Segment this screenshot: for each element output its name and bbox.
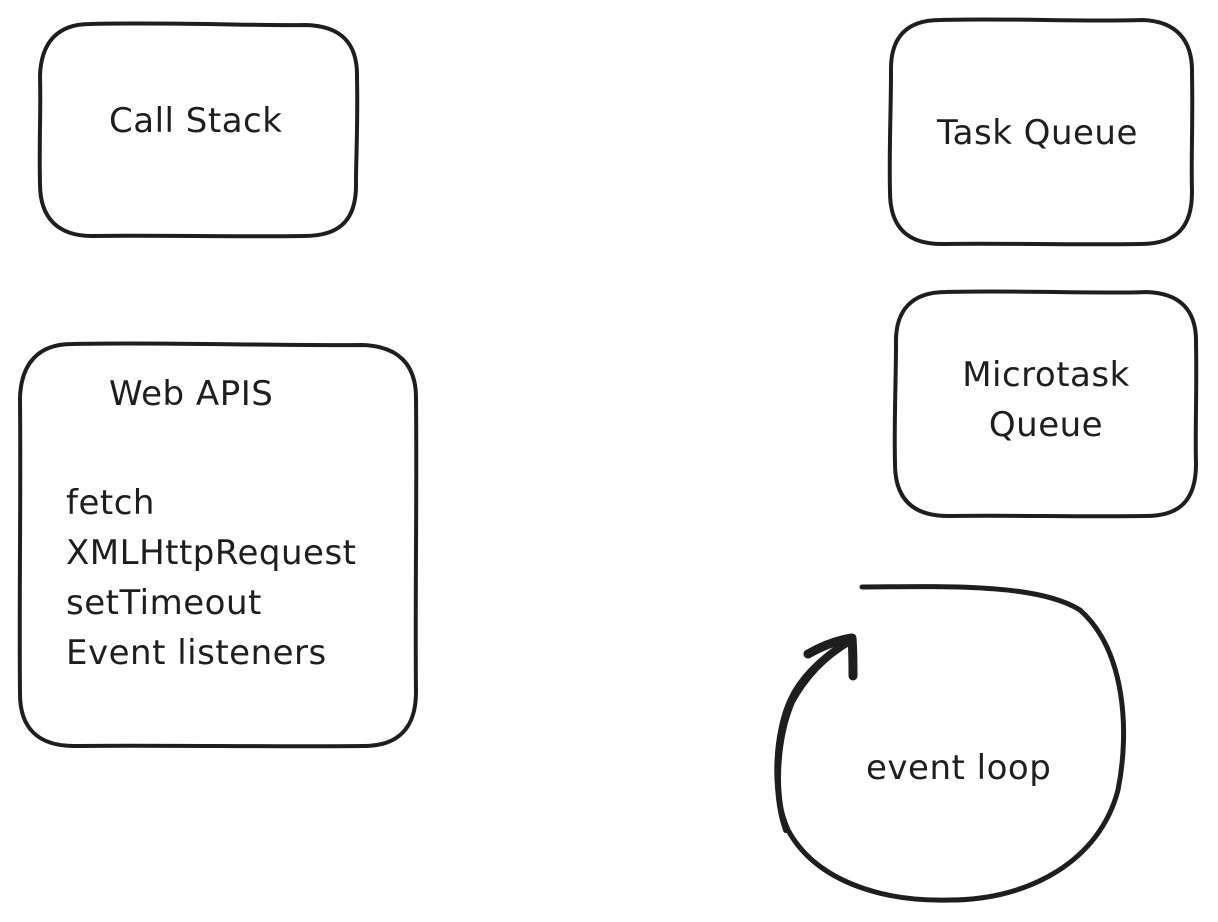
web-apis-title: Web APIS [109,374,274,414]
event-loop-curve-inner [775,639,853,833]
event-loop-label: event loop [866,748,1052,788]
web-api-item-settimeout: setTimeout [66,583,262,623]
web-apis-box [17,341,419,749]
web-apis-list: fetch XMLHttpRequest setTimeout Event li… [66,478,357,678]
event-loop-curve [774,584,1127,903]
call-stack-label: Call Stack [109,101,283,141]
task-queue-label: Task Queue [937,113,1138,153]
task-queue-box [887,17,1195,247]
arrow-head-icon [803,633,858,681]
microtask-queue-box [892,289,1199,519]
web-api-item-xmlhttprequest: XMLHttpRequest [66,533,357,573]
call-stack-box [37,21,360,239]
web-api-item-event-listeners: Event listeners [66,633,327,673]
microtask-queue-label-line1: Microtask [962,355,1130,395]
web-api-item-fetch: fetch [66,483,155,523]
event-loop-arrow [774,584,1127,903]
microtask-queue-label-line2: Queue [988,405,1104,445]
